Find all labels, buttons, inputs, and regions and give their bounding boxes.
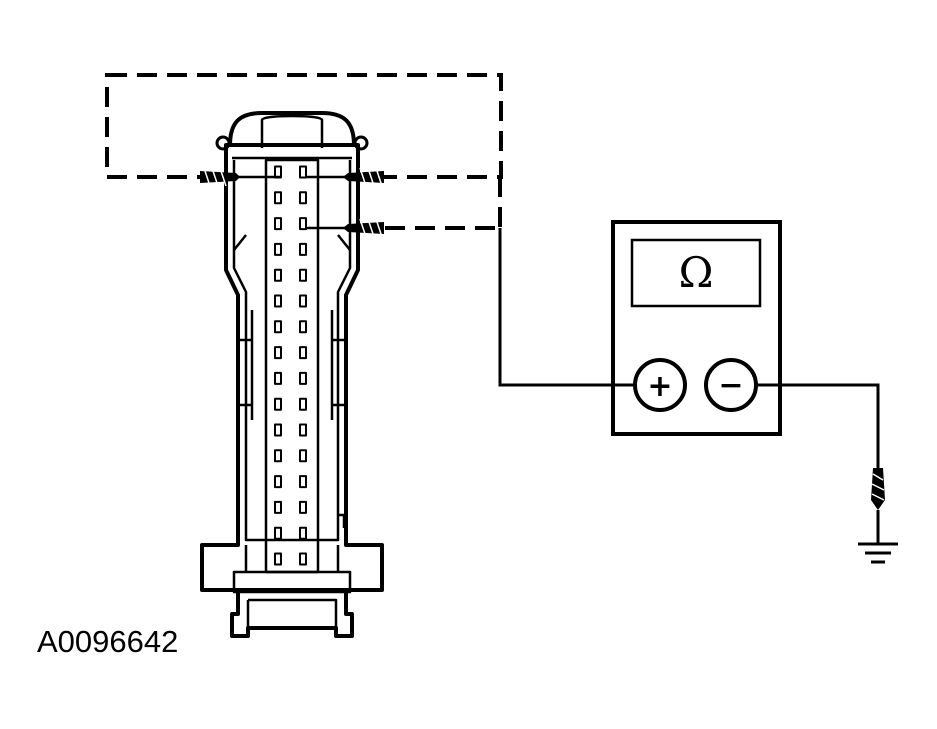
pin-cavity — [274, 346, 282, 360]
pin-cavity — [299, 217, 307, 231]
pin-cavity — [299, 165, 307, 179]
pin-cavity — [299, 346, 307, 360]
connector-icon — [200, 111, 384, 638]
meter-display — [630, 238, 762, 308]
pin-cavity — [299, 371, 307, 385]
pin-cavity — [274, 268, 282, 282]
pin-cavity — [274, 217, 282, 231]
positive-lead — [498, 228, 635, 387]
test-probe-icon — [306, 167, 384, 187]
mounting-ear-left — [215, 135, 231, 151]
test-probe-icon — [306, 218, 384, 238]
figure-id-label: A0096642 — [37, 624, 178, 659]
connector-plug-inner — [246, 598, 338, 628]
pin-cavity — [299, 475, 307, 489]
pin-cavity — [299, 449, 307, 463]
pin-cavity — [299, 526, 307, 540]
connector-latch — [228, 111, 356, 146]
connector-latch-inner — [260, 114, 324, 148]
connector-base-band — [232, 570, 352, 594]
pin-cavity — [274, 500, 282, 514]
pin-cavity — [299, 191, 307, 205]
connector-side-ribs — [240, 310, 344, 420]
pin-cavity — [299, 397, 307, 411]
pin-cavity — [274, 371, 282, 385]
pin-cavity — [274, 191, 282, 205]
connector-base-detail — [244, 513, 346, 572]
pin-cavity — [274, 526, 282, 540]
connector-outline — [200, 143, 384, 592]
connector-plug — [230, 592, 354, 638]
pin-grid — [274, 165, 307, 566]
ohmmeter-icon: Ω + − — [611, 220, 782, 436]
connector-taper-lines — [233, 234, 351, 251]
pin-cavity — [274, 242, 282, 256]
test-probe-icon — [200, 167, 280, 187]
pin-cavity — [274, 397, 282, 411]
mounting-ear-right — [353, 135, 369, 151]
pin-cavity — [299, 294, 307, 308]
pin-cavity — [299, 268, 307, 282]
pin-cavity — [299, 242, 307, 256]
ground-icon — [858, 468, 898, 564]
pin-cavity — [299, 552, 307, 566]
pin-cavity — [299, 500, 307, 514]
negative-terminal-label: − — [718, 368, 743, 403]
pin-cavity — [299, 423, 307, 437]
pin-cavity — [299, 320, 307, 334]
positive-terminal-label: + — [647, 369, 672, 404]
pin-cavity — [274, 449, 282, 463]
connector-inner-wall — [232, 160, 352, 542]
pin-cavity — [274, 294, 282, 308]
pin-cavity — [274, 552, 282, 566]
pin-cavity — [274, 423, 282, 437]
meter-ohm-symbol: Ω — [679, 248, 714, 297]
meter-leads — [498, 228, 880, 468]
pin-cavity — [274, 320, 282, 334]
negative-lead — [756, 383, 880, 468]
test-probes — [200, 167, 384, 238]
pin-cavity — [274, 475, 282, 489]
